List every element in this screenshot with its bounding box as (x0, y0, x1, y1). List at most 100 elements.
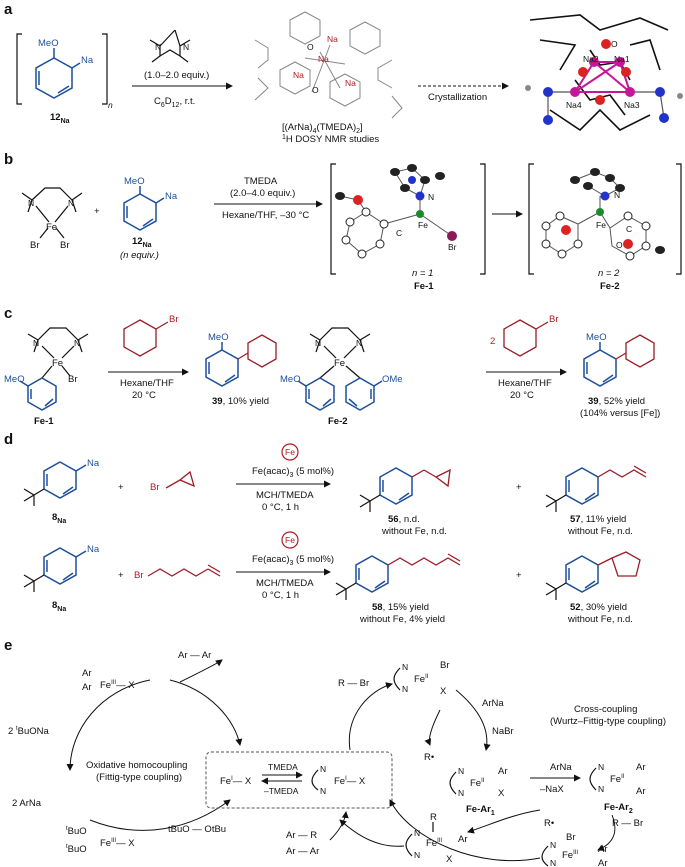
plus-d2: + (118, 570, 124, 581)
br-reagent-c1: Br (169, 314, 179, 325)
ar-e4: Ar (636, 762, 646, 773)
temp-d2: 0 °C, 1 h (262, 590, 299, 601)
n-label-b1: N (28, 198, 34, 208)
sodium-d1: Na (87, 458, 100, 469)
product39-yield-c1: 39, 10% yield (212, 396, 269, 407)
arna-e: ArNa (482, 698, 504, 709)
product57-yield: 57, 11% yield (570, 514, 626, 525)
crystal-na1-label: Na1 (614, 54, 630, 64)
tbuo-otbu: tBuO — OtBu (168, 824, 226, 835)
fe-circle-d2: Fe (285, 535, 295, 545)
n-label-c4: N (356, 338, 362, 348)
fe2-br-top (393, 667, 401, 691)
fe1-bracket-left (330, 163, 336, 275)
r-e-bottom: R (430, 812, 437, 823)
methoxy-label: MeO (38, 38, 59, 49)
arrow-fe-ar2-to-fe3 (597, 814, 616, 851)
cluster-na-2: Na (318, 54, 329, 64)
ar-e7: Ar (598, 858, 608, 867)
fe2-title: Fe-2 (600, 281, 620, 292)
n-e11: N (414, 828, 420, 838)
n-e12: N (414, 850, 420, 860)
product39-c1 (205, 334, 277, 387)
methoxy-c3: OMe (382, 374, 403, 385)
fe2-o-label: O (616, 240, 623, 250)
solvent-d1: MCH/TMEDA (256, 490, 314, 501)
panel-c-label: c (4, 305, 12, 322)
fe2-bracket-right (676, 163, 682, 275)
br-reagent-c2: Br (549, 314, 559, 325)
methoxy-prod-c1: MeO (208, 332, 229, 343)
homo-cycle-left (66, 679, 151, 771)
ar-e3: Ar (498, 766, 508, 777)
cond-c1: Hexane/THF (120, 378, 174, 389)
cross-subtitle: (Wurtz–Fittig-type coupling) (550, 716, 666, 727)
product57-note: without Fe, n.d. (567, 526, 633, 537)
fe1-n-value: n = 1 (412, 268, 433, 279)
tetramer-cluster (254, 11, 403, 119)
nmr-studies: 1H DOSY NMR studies (282, 134, 379, 145)
fe-circle-d1: Fe (285, 447, 295, 457)
product57-structure (545, 465, 647, 512)
br-label-b2: Br (60, 240, 70, 251)
homo-cycle-right (169, 679, 243, 746)
homo-title: Oxidative homocoupling (86, 760, 187, 771)
arna2-label: 2 ArNa (12, 798, 42, 809)
product56-yield: 56, n.d. (388, 514, 420, 525)
br-d1: Br (150, 482, 160, 493)
n-label-a2: N (183, 42, 189, 52)
fe-catalyst-icon-d1[interactable] (281, 443, 299, 461)
crystal-o-label: O (611, 39, 618, 49)
ar-ar-bottom: Ar — Ar (286, 846, 319, 857)
ar-label-e1: Ar (82, 668, 92, 679)
methoxy-c2: MeO (280, 374, 301, 385)
plus-d1b: + (516, 482, 522, 493)
fe2-mid-label: FeII (470, 778, 485, 789)
n-label-b2: N (68, 198, 74, 208)
fe-catalyst-icon-d2[interactable] (281, 531, 299, 549)
fe3-br-right (541, 845, 549, 867)
product52-structure (545, 551, 641, 600)
arna-e2: ArNa (550, 762, 572, 773)
fe2-n-value: n = 2 (598, 268, 620, 279)
tmeda-label-b: TMEDA (244, 176, 278, 187)
n-e2: N (320, 786, 326, 796)
r-br-e2: R — Br (612, 818, 643, 829)
n-label-a1: N (155, 42, 161, 52)
fe1-equilibrium-box (205, 751, 393, 809)
panel-e-label: e (4, 637, 12, 654)
fe-ar2-structure (589, 767, 597, 791)
ar-r-e: Ar — R (286, 830, 317, 841)
n-e5: N (458, 766, 464, 776)
crystal-na4-label: Na4 (566, 100, 582, 110)
n-e9: N (550, 840, 556, 850)
n-label-c3: N (315, 338, 321, 348)
product52-yield: 52, 30% yield (570, 602, 627, 613)
arrow-reductive-elim (339, 819, 405, 847)
fe1-structure-c (19, 327, 89, 411)
solvent-d2: MCH/TMEDA (256, 578, 314, 589)
product58-yield: 58, 15% yield (372, 602, 429, 613)
fe-label-c1: Fe (52, 358, 63, 369)
crystal-na2-label: Na2 (583, 54, 599, 64)
x-e-mid: X (498, 788, 505, 799)
temp-c1: 20 °C (132, 390, 156, 401)
cyclopropylmethyl-bromide (165, 470, 196, 489)
minus-nax: –NaX (540, 784, 564, 795)
r-dot-e1: R• (424, 752, 434, 763)
product58-note: without Fe, 4% yield (359, 614, 445, 625)
aryl-sodium-d2 (23, 547, 87, 592)
fe1-tmeda-center (311, 769, 319, 791)
compound-8na-d2: 8Na (52, 600, 66, 613)
bromocyclohexane-c1 (123, 319, 169, 357)
fe3-bottom-structure (405, 833, 413, 857)
arrow-fe3-to-center (389, 799, 541, 862)
methoxy-c1: MeO (4, 374, 25, 385)
two-equiv-c: 2 (490, 336, 495, 347)
product56-structure (359, 467, 451, 512)
r-dot-e2: R• (544, 818, 554, 829)
n-label-c2: N (74, 338, 80, 348)
product56-note: without Fe, n.d. (381, 526, 447, 537)
catalyst-d1: Fe(acac)3 (5 mol%) (252, 466, 334, 479)
fe1-br-label: Br (448, 242, 457, 252)
